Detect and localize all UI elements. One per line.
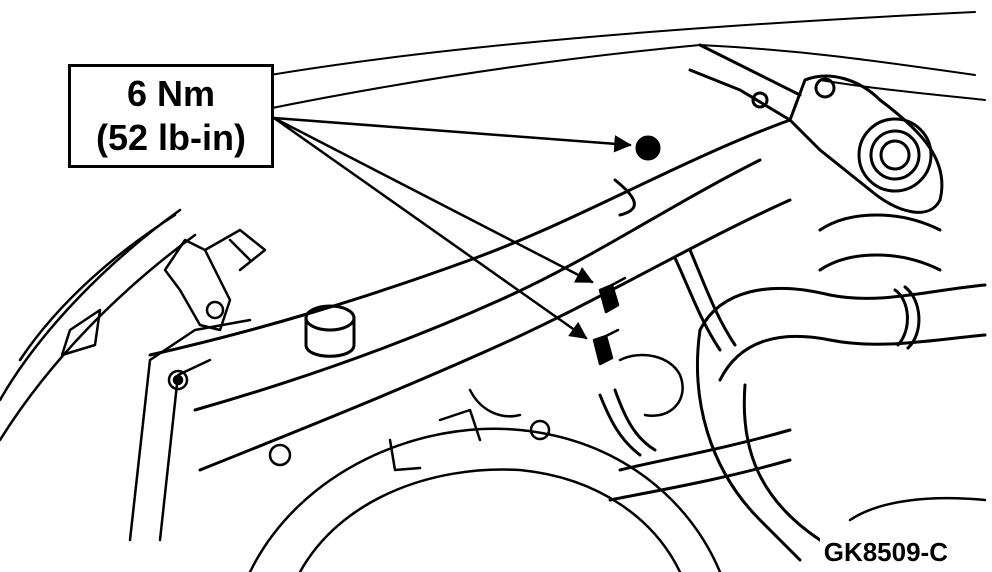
hood-edge-lines <box>261 11 986 111</box>
radiator-hose <box>696 213 987 567</box>
fender-bolt <box>167 369 189 391</box>
fastener-bottom <box>592 328 620 366</box>
torque-callout-arrows <box>272 116 632 340</box>
radiator-support-beam <box>148 43 944 472</box>
torque-metric-label: 6 Nm <box>126 73 216 114</box>
arrow-to-top-fastener <box>272 116 632 153</box>
engine-lower-components <box>248 353 987 572</box>
torque-imperial-label: (52 lb-in) <box>96 117 246 158</box>
upper-mount-bushing <box>751 77 933 193</box>
fastener-middle <box>598 276 627 314</box>
hood-latch-bracket <box>163 228 267 332</box>
torque-callout: 6 Nm (52 lb-in) <box>68 64 274 168</box>
fastener-top <box>635 135 661 161</box>
figure-id-label: GK8509-C <box>819 537 952 568</box>
arrow-to-middle-fastener <box>272 116 594 284</box>
left-fender <box>0 208 252 542</box>
fluid-reservoir-cap <box>304 304 356 358</box>
arrow-to-bottom-fastener <box>272 116 588 340</box>
wiring-harness <box>598 248 792 502</box>
